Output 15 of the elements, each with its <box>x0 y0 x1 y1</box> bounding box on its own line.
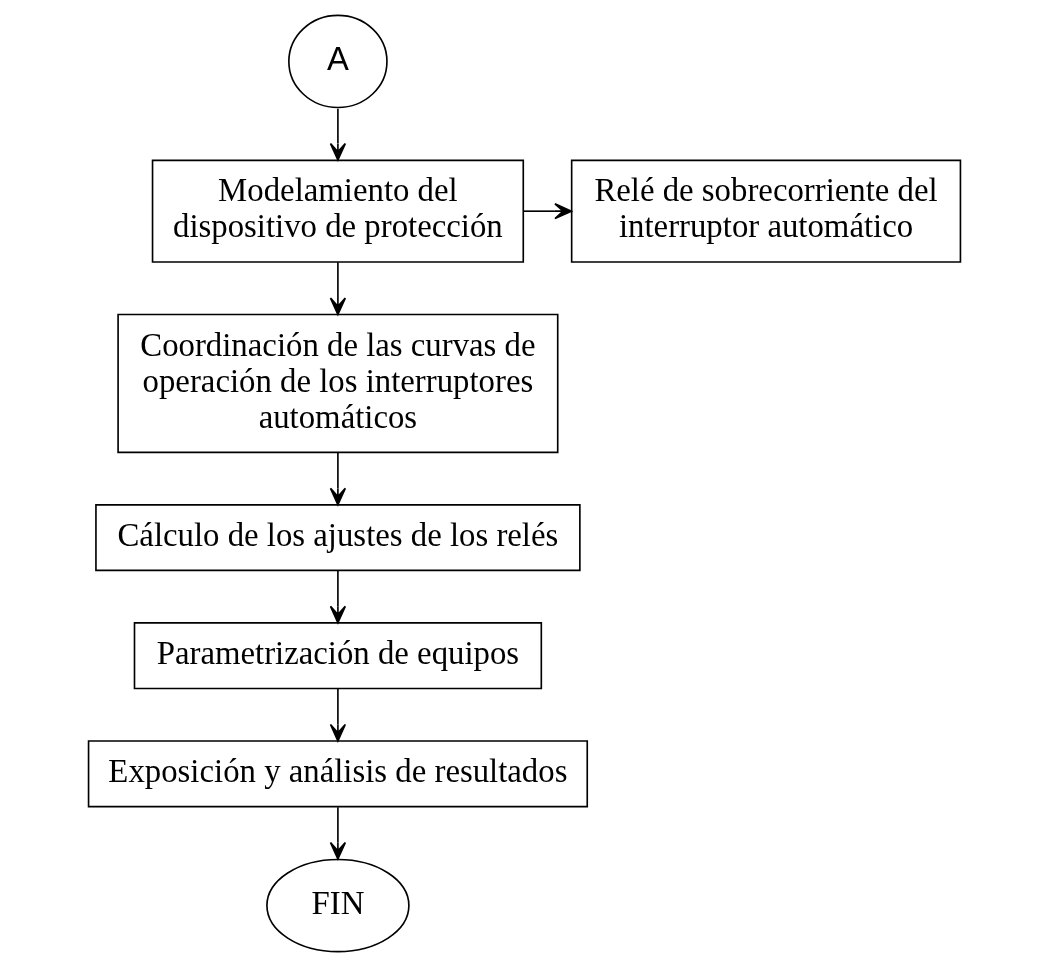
arrow <box>329 569 347 624</box>
node-box: Parametrización de equipos <box>133 622 543 690</box>
node-box: Relé de sobrecorriente del interruptor automático <box>570 159 962 263</box>
node-box: Modelamiento del dispositivo de protección <box>151 159 525 263</box>
node-ellipse: FIN <box>266 858 410 953</box>
node-box: Coordinación de las curvas de operación de los interruptores automáticos <box>117 313 559 454</box>
arrow <box>329 806 347 860</box>
node-box: Cálculo de los ajustes de los relés <box>95 504 581 572</box>
node-circle: A <box>288 14 388 109</box>
arrow <box>329 687 347 742</box>
arrow <box>522 203 573 220</box>
node-box: Exposición y análisis de resultados <box>87 740 589 808</box>
arrow <box>329 107 347 161</box>
arrow <box>329 261 347 316</box>
arrow <box>329 451 347 506</box>
